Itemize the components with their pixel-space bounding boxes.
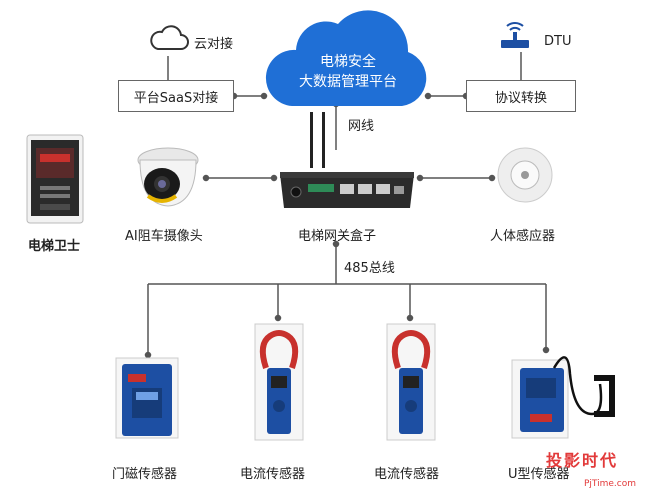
elevator-guardian-label: 电梯卫士 [28, 239, 81, 254]
network-cable-label: 网线 [348, 119, 375, 134]
cloud-platform-title: 电梯安全 大数据管理平台 [288, 52, 408, 92]
protocol-convert-box: 协议转换 [466, 80, 576, 112]
tablet-device-icon [26, 134, 84, 224]
cloud-line2: 大数据管理平台 [299, 74, 397, 90]
cloud-line1: 电梯安全 [320, 54, 376, 70]
sensor-label-4: U型传感器 [508, 467, 570, 482]
door-magnetic-sensor-icon [115, 357, 179, 439]
current-sensor-icon [386, 323, 436, 441]
watermark-url: PjTime.com [583, 479, 636, 489]
sensor-label-1: 门磁传感器 [112, 467, 178, 482]
current-sensor-icon [254, 323, 304, 441]
ai-camera-label: AI阻车摄像头 [125, 229, 203, 244]
body-sensor-label: 人体感应器 [490, 229, 556, 244]
sensor-label-2: 电流传感器 [240, 467, 306, 482]
u-type-sensor-icon [511, 356, 615, 439]
cloud-platform-icon [265, 10, 427, 107]
dtu-label: DTU [544, 34, 572, 49]
cloud-outline-icon [150, 25, 189, 50]
bus-label: 485总线 [344, 261, 395, 276]
gateway-box-icon [280, 112, 414, 208]
router-icon [501, 22, 529, 48]
gateway-label: 电梯网关盒子 [298, 229, 377, 244]
watermark-logo: 投影时代 [545, 451, 618, 470]
ai-camera-icon [137, 147, 199, 207]
body-sensor-icon [497, 147, 553, 203]
saas-connect-box: 平台SaaS对接 [118, 80, 234, 112]
sensor-label-3: 电流传感器 [374, 467, 440, 482]
cloud-connect-label: 云对接 [194, 37, 234, 52]
